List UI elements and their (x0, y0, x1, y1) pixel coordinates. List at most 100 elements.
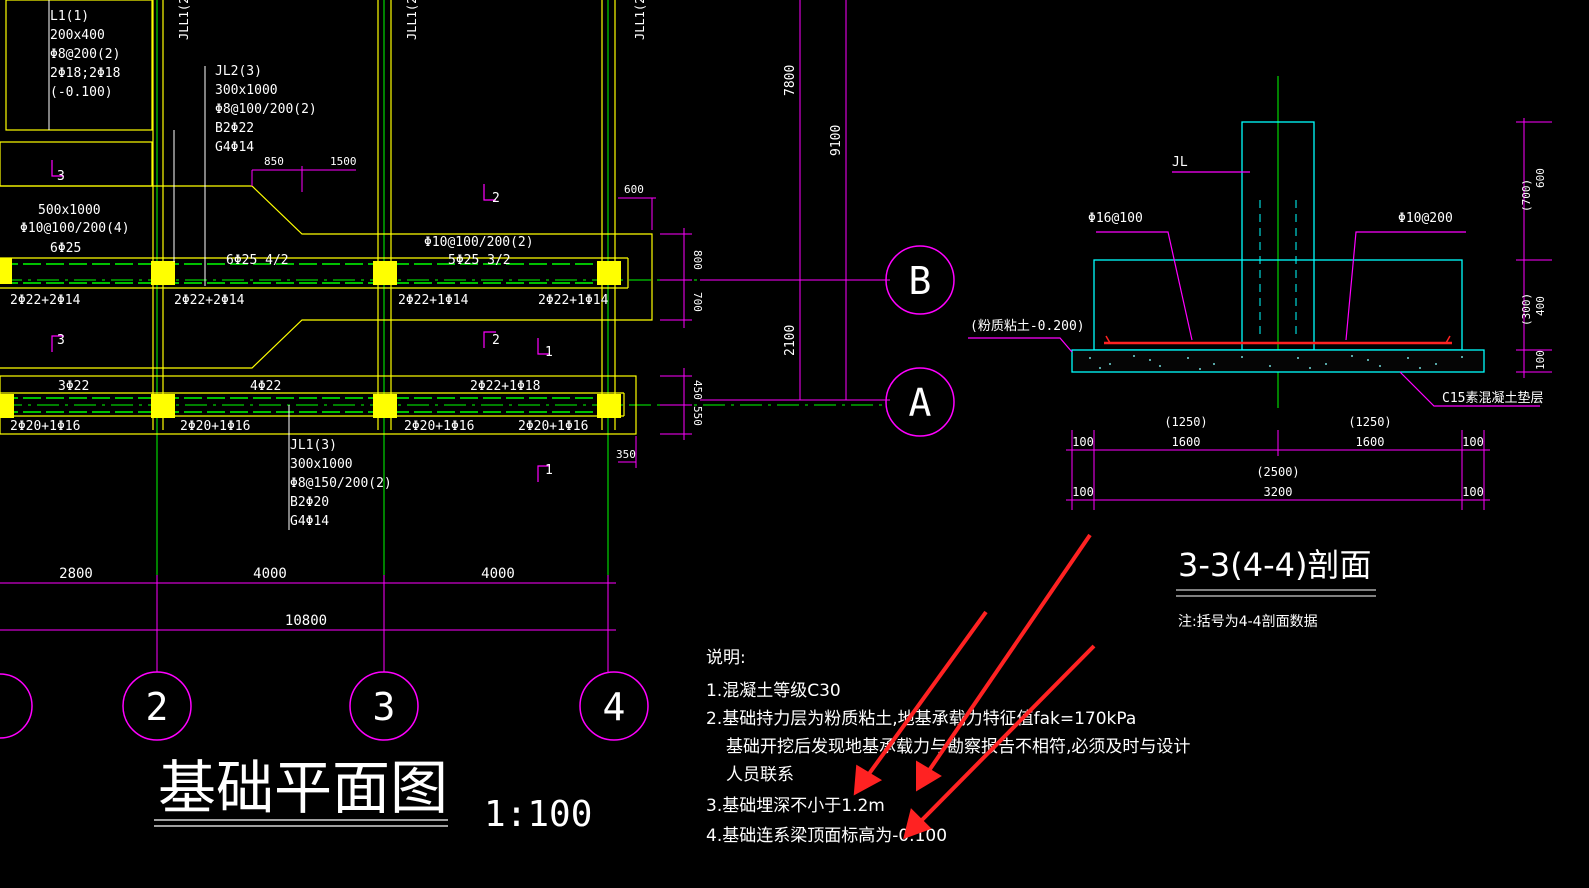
note-4: 4.基础连系梁顶面标高为-0.100 (706, 826, 947, 846)
bdim-total-top: (2500) (1256, 465, 1299, 479)
bdim-0: 100 (1072, 435, 1094, 449)
grid-lines (0, 0, 888, 670)
bdim-total-2: 100 (1462, 485, 1484, 499)
vdim-9100: 9100 (829, 125, 844, 156)
jl2-label-4: G4Φ14 (215, 140, 254, 155)
jl2-label-1: 300x1000 (215, 83, 278, 98)
section-right-dim-text: 600 (700) 400 (300) 100 (1520, 168, 1547, 370)
jl2-label-3: B2Φ22 (215, 121, 254, 136)
l1-label-2: Φ8@200(2) (50, 47, 120, 62)
rebar-left-label: Φ16@100 (1088, 211, 1143, 226)
left-beam-box (0, 141, 153, 187)
jl1-label-1: 300x1000 (290, 457, 353, 472)
plan-dim-text: 850 1500 600 350 800 700 450 550 (264, 155, 704, 461)
span-dims: 2800 4000 4000 10800 (59, 566, 515, 629)
strip-footing-b (0, 185, 653, 369)
dim-350: 350 (616, 448, 636, 461)
rdim-100: 100 (1534, 350, 1547, 370)
bot-bars-a-1: 2Φ20+1Φ16 (180, 419, 250, 434)
left-beam-1: Φ10@100/200(4) (20, 221, 130, 236)
dim-600: 600 (624, 183, 644, 196)
section-text: JL Φ16@100 Φ10@200 (粉质粘土-0.200) C15素混凝土垫… (970, 155, 1543, 406)
section-right-dims (1066, 118, 1552, 510)
section-mark-1: 3 (57, 333, 65, 348)
span-dim-1: 4000 (253, 566, 287, 582)
bdim-2: 1600 (1356, 435, 1385, 449)
bdim-total-0: 100 (1072, 485, 1094, 499)
strip-footing-a (0, 375, 637, 435)
total-dim: 10800 (285, 613, 327, 629)
plan-scale: 1:100 (484, 794, 592, 835)
axis-a: A (909, 381, 932, 425)
leader-lines (48, 0, 290, 530)
title-underline (154, 819, 448, 827)
notes: 说明: 1.混凝土等级C30 2.基础持力层为粉质粘土,地基承载力特征值fak=… (706, 648, 1190, 846)
jl2-label-2: Φ8@100/200(2) (215, 102, 317, 117)
bdim-total-1: 3200 (1264, 485, 1293, 499)
jll-label-1: JLL1(2) (405, 0, 419, 40)
section-mark-4: 1 (545, 345, 553, 360)
jl1-label-3: B2Φ20 (290, 495, 329, 510)
plan-text: L1(1) 200x400 Φ8@200(2) 2Φ18;2Φ18 (-0.10… (10, 9, 609, 529)
top-bars-a-1: 4Φ22 (250, 379, 281, 394)
note-2b: 基础开挖后发现地基承载力与勘察报告不相符,必须及时与设计 (726, 737, 1190, 757)
axis-bubbles (0, 245, 955, 741)
rdim-700: (700) (1520, 179, 1533, 212)
left-beam-2: 6Φ25 (50, 241, 81, 256)
jll-labels: JLL1(2) JLL1(2) JLL1(2) (177, 0, 647, 40)
dim-1500: 1500 (330, 155, 357, 168)
jll-label-0: JLL1(2) (177, 0, 191, 40)
rdim-400: 400 (1534, 296, 1547, 316)
span-dim-2: 4000 (481, 566, 515, 582)
jl2-label-0: JL2(3) (215, 64, 262, 79)
bot-bars-a-0: 2Φ20+1Φ16 (10, 419, 80, 434)
rebar-lines (0, 263, 620, 413)
l1-label-3: 2Φ18;2Φ18 (50, 66, 120, 81)
top-bars-a-2: 2Φ22+1Φ18 (470, 379, 540, 394)
vertical-dims: 7800 9100 2100 (783, 65, 844, 356)
note-2c: 人员联系 (726, 765, 794, 785)
section-mark-2: 2 (492, 191, 500, 206)
mid-beam-0: Φ10@100/200(2) (424, 235, 534, 250)
section-leaders (968, 171, 1540, 407)
bot-bars-a-2: 2Φ20+1Φ16 (404, 419, 474, 434)
vdim-2100: 2100 (783, 325, 798, 356)
dim-800: 800 (691, 250, 704, 270)
cushion-label: C15素混凝土垫层 (1442, 390, 1543, 406)
section-mark-0: 3 (57, 169, 65, 184)
columns (0, 258, 621, 418)
vdim-7800: 7800 (783, 65, 798, 96)
bdim-1: 1600 (1172, 435, 1201, 449)
rdim-600: 600 (1534, 168, 1547, 188)
mid-beam-1: 5Φ25 3/2 (448, 253, 511, 268)
section-title-underline (1176, 589, 1376, 597)
note-2: 2.基础持力层为粉质粘土,地基承载力特征值fak=170kPa (706, 709, 1136, 729)
span-dim-0: 2800 (59, 566, 93, 582)
top-bars-a-0: 3Φ22 (58, 379, 89, 394)
section-jl-label: JL (1172, 155, 1188, 170)
note-1: 1.混凝土等级C30 (706, 681, 841, 701)
axis-2: 2 (146, 685, 169, 729)
section-mark-5: 1 (545, 463, 553, 478)
section-markers (51, 160, 550, 482)
notes-heading: 说明: (706, 648, 746, 668)
jl1-label-4: G4Φ14 (290, 514, 329, 529)
axis-b: B (909, 259, 932, 303)
dim-450: 450 (691, 380, 704, 400)
dim-550: 550 (691, 406, 704, 426)
plan-title: 基础平面图 (158, 754, 448, 822)
rdim-300: (300) (1520, 293, 1533, 326)
red-arrows (853, 533, 1096, 840)
bot-bars-b-2: 2Φ22+1Φ14 (398, 293, 469, 308)
l1-label-0: L1(1) (50, 9, 89, 24)
l1-label-1: 200x400 (50, 28, 105, 43)
bdim-top-1: (1250) (1348, 415, 1391, 429)
l1-label-4: (-0.100) (50, 85, 113, 100)
bot-bars-a-3: 2Φ20+1Φ16 (518, 419, 588, 434)
dimension-lines (0, 0, 890, 672)
soil-label: (粉质粘土-0.200) (970, 319, 1085, 334)
section-drawing (1071, 76, 1485, 408)
jl1-label-2: Φ8@150/200(2) (290, 476, 392, 491)
section-note: 注:括号为4-4剖面数据 (1178, 614, 1318, 630)
bdim-3: 100 (1462, 435, 1484, 449)
